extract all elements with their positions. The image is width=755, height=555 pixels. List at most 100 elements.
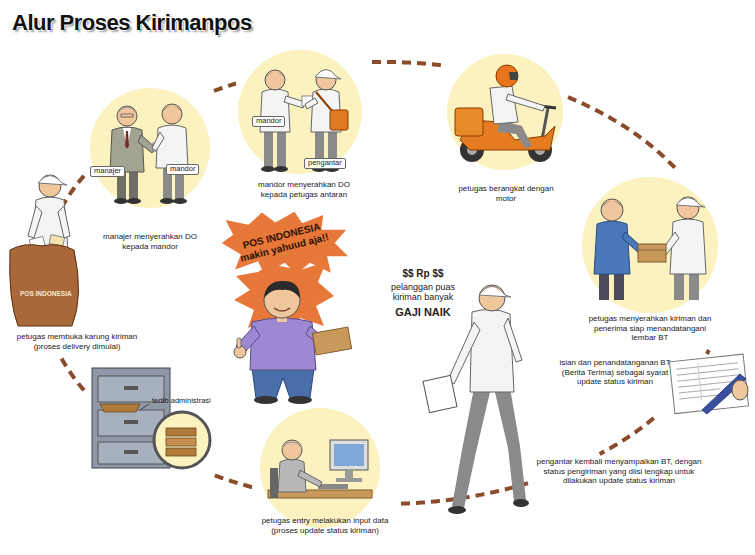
callout-note: tertib administrasi: [152, 396, 211, 405]
scene-node: pengantar kembali menyampaikan BT, denga…: [528, 454, 710, 498]
bt-form: [669, 354, 748, 413]
entry-operator: [282, 442, 302, 448]
step-caption: petugas entry melakukan input data (pros…: [256, 516, 394, 535]
computer-desk: [270, 468, 278, 498]
bt-form: [679, 389, 721, 393]
splash-outline: [222, 212, 348, 275]
mandor-figure: [173, 198, 187, 204]
pengantar-figure: [330, 110, 348, 130]
pengantar-figure: [305, 70, 348, 173]
magnifier: [166, 438, 196, 446]
slogan-text: pelanggan puas kiriman banyak: [380, 282, 466, 303]
scene-circle: [447, 54, 563, 170]
mandor-figure: [261, 166, 275, 172]
mandor-figure: [265, 72, 285, 78]
pengantar-figure: [305, 98, 318, 109]
customer-figure: [601, 199, 623, 221]
sack-courier: [58, 206, 70, 238]
slogan-salary: GAJI NAIK: [380, 306, 466, 319]
filing-cabinet: [100, 404, 140, 412]
entry-operator: [298, 470, 322, 487]
manajer-figure: [123, 128, 131, 150]
happy-courier: [252, 368, 314, 398]
scene-circle: [90, 50, 718, 528]
happy-courier: [237, 338, 241, 348]
scene-node: isian dan penandatanganan BT (Berita Ter…: [552, 354, 752, 418]
mandor-figure: [162, 104, 182, 124]
rider-figure: [496, 65, 518, 87]
diagram-title: Alur Proses Kirimanpos: [12, 10, 252, 36]
name-tag: mandor: [252, 116, 285, 127]
scene-node: petugas berangkat dengan motor: [444, 50, 568, 210]
customer-figure: [594, 221, 630, 274]
bt-form: [678, 375, 740, 381]
walking-courier: [479, 287, 511, 298]
bt-form: [677, 369, 739, 375]
parcel: [638, 250, 666, 251]
walking-courier: [423, 285, 529, 514]
dashed-cycle-line: [60, 355, 84, 390]
magnifier: [166, 428, 196, 436]
happy-courier: [264, 281, 300, 298]
computer-desk: [318, 484, 348, 489]
scene-circle: [238, 50, 362, 174]
sack-courier: [10, 245, 79, 326]
scene-node: tertib administrasi: [84, 360, 216, 474]
step-caption: petugas menyerahkan kiriman dan penerima…: [584, 314, 716, 343]
dashed-cycle-line: [600, 418, 654, 454]
scene-circle: [582, 177, 718, 313]
walking-courier: [513, 499, 529, 507]
step-caption: manajer menyerahkan DO kepada mandor: [92, 232, 208, 251]
customer-figure: [601, 201, 623, 208]
dashed-cycle-line: [372, 62, 444, 66]
scene-node: petugas menyerahkan kiriman dan penerima…: [574, 172, 726, 350]
filing-cabinet: [140, 404, 149, 410]
name-tag: manajer: [90, 166, 125, 177]
manajer-figure: [129, 168, 138, 200]
dashed-cycle-line: [214, 84, 236, 91]
manajer-figure: [117, 106, 137, 126]
scene-circle: [260, 408, 380, 528]
mandor-figure: [277, 130, 286, 168]
petugas-figure: [670, 219, 706, 274]
filing-cabinet: [124, 450, 138, 454]
customer-figure: [599, 272, 609, 300]
rider-figure: [490, 86, 518, 124]
step-caption: pengantar kembali menyampaikan BT, denga…: [531, 457, 707, 486]
walking-courier: [448, 322, 480, 384]
walking-courier: [452, 388, 490, 508]
walking-courier: [448, 506, 466, 514]
mandor-figure: [160, 198, 174, 204]
rider-figure: [509, 72, 518, 80]
computer-desk: [345, 470, 353, 478]
sack-courier: [38, 176, 67, 186]
scene-node: mandorpengantarmandor menyerahkan DO kep…: [236, 48, 372, 208]
parcel: [638, 244, 666, 262]
sack-courier: [10, 175, 79, 326]
manajer-figure: [117, 107, 137, 114]
manajer-figure: [127, 198, 141, 204]
scene-node: petugas entry melakukan input data (pros…: [252, 404, 398, 552]
petugas-figure: [662, 197, 706, 300]
magnifier: [154, 412, 210, 468]
step-caption: isian dan penandatanganan BT (Berita Ter…: [556, 358, 674, 387]
slogan-money: $$ Rp $$: [380, 268, 466, 280]
step-caption: petugas membuka karung kiriman (proses d…: [8, 332, 146, 351]
name-tag: pengantar: [304, 158, 346, 169]
dashed-cycle-line: [707, 350, 709, 354]
happy-courier: [288, 396, 312, 404]
computer-desk: [268, 440, 372, 498]
scene-node: POS INDONESIA petugas membuka karung kiri…: [4, 264, 150, 355]
scene-node: manajermandormanajer menyerahkan DO kepa…: [86, 86, 214, 262]
walking-courier: [423, 375, 457, 412]
mandor-figure: [274, 166, 288, 172]
bt-form: [698, 363, 702, 401]
motorcycle: [455, 108, 483, 136]
step-caption: petugas berangkat dengan motor: [458, 184, 554, 203]
computer-desk: [334, 444, 364, 466]
bt-form: [669, 354, 748, 413]
sack-print: POS INDONESIA: [20, 290, 72, 297]
petugas-figure: [674, 272, 684, 300]
magnifier: [166, 448, 196, 456]
